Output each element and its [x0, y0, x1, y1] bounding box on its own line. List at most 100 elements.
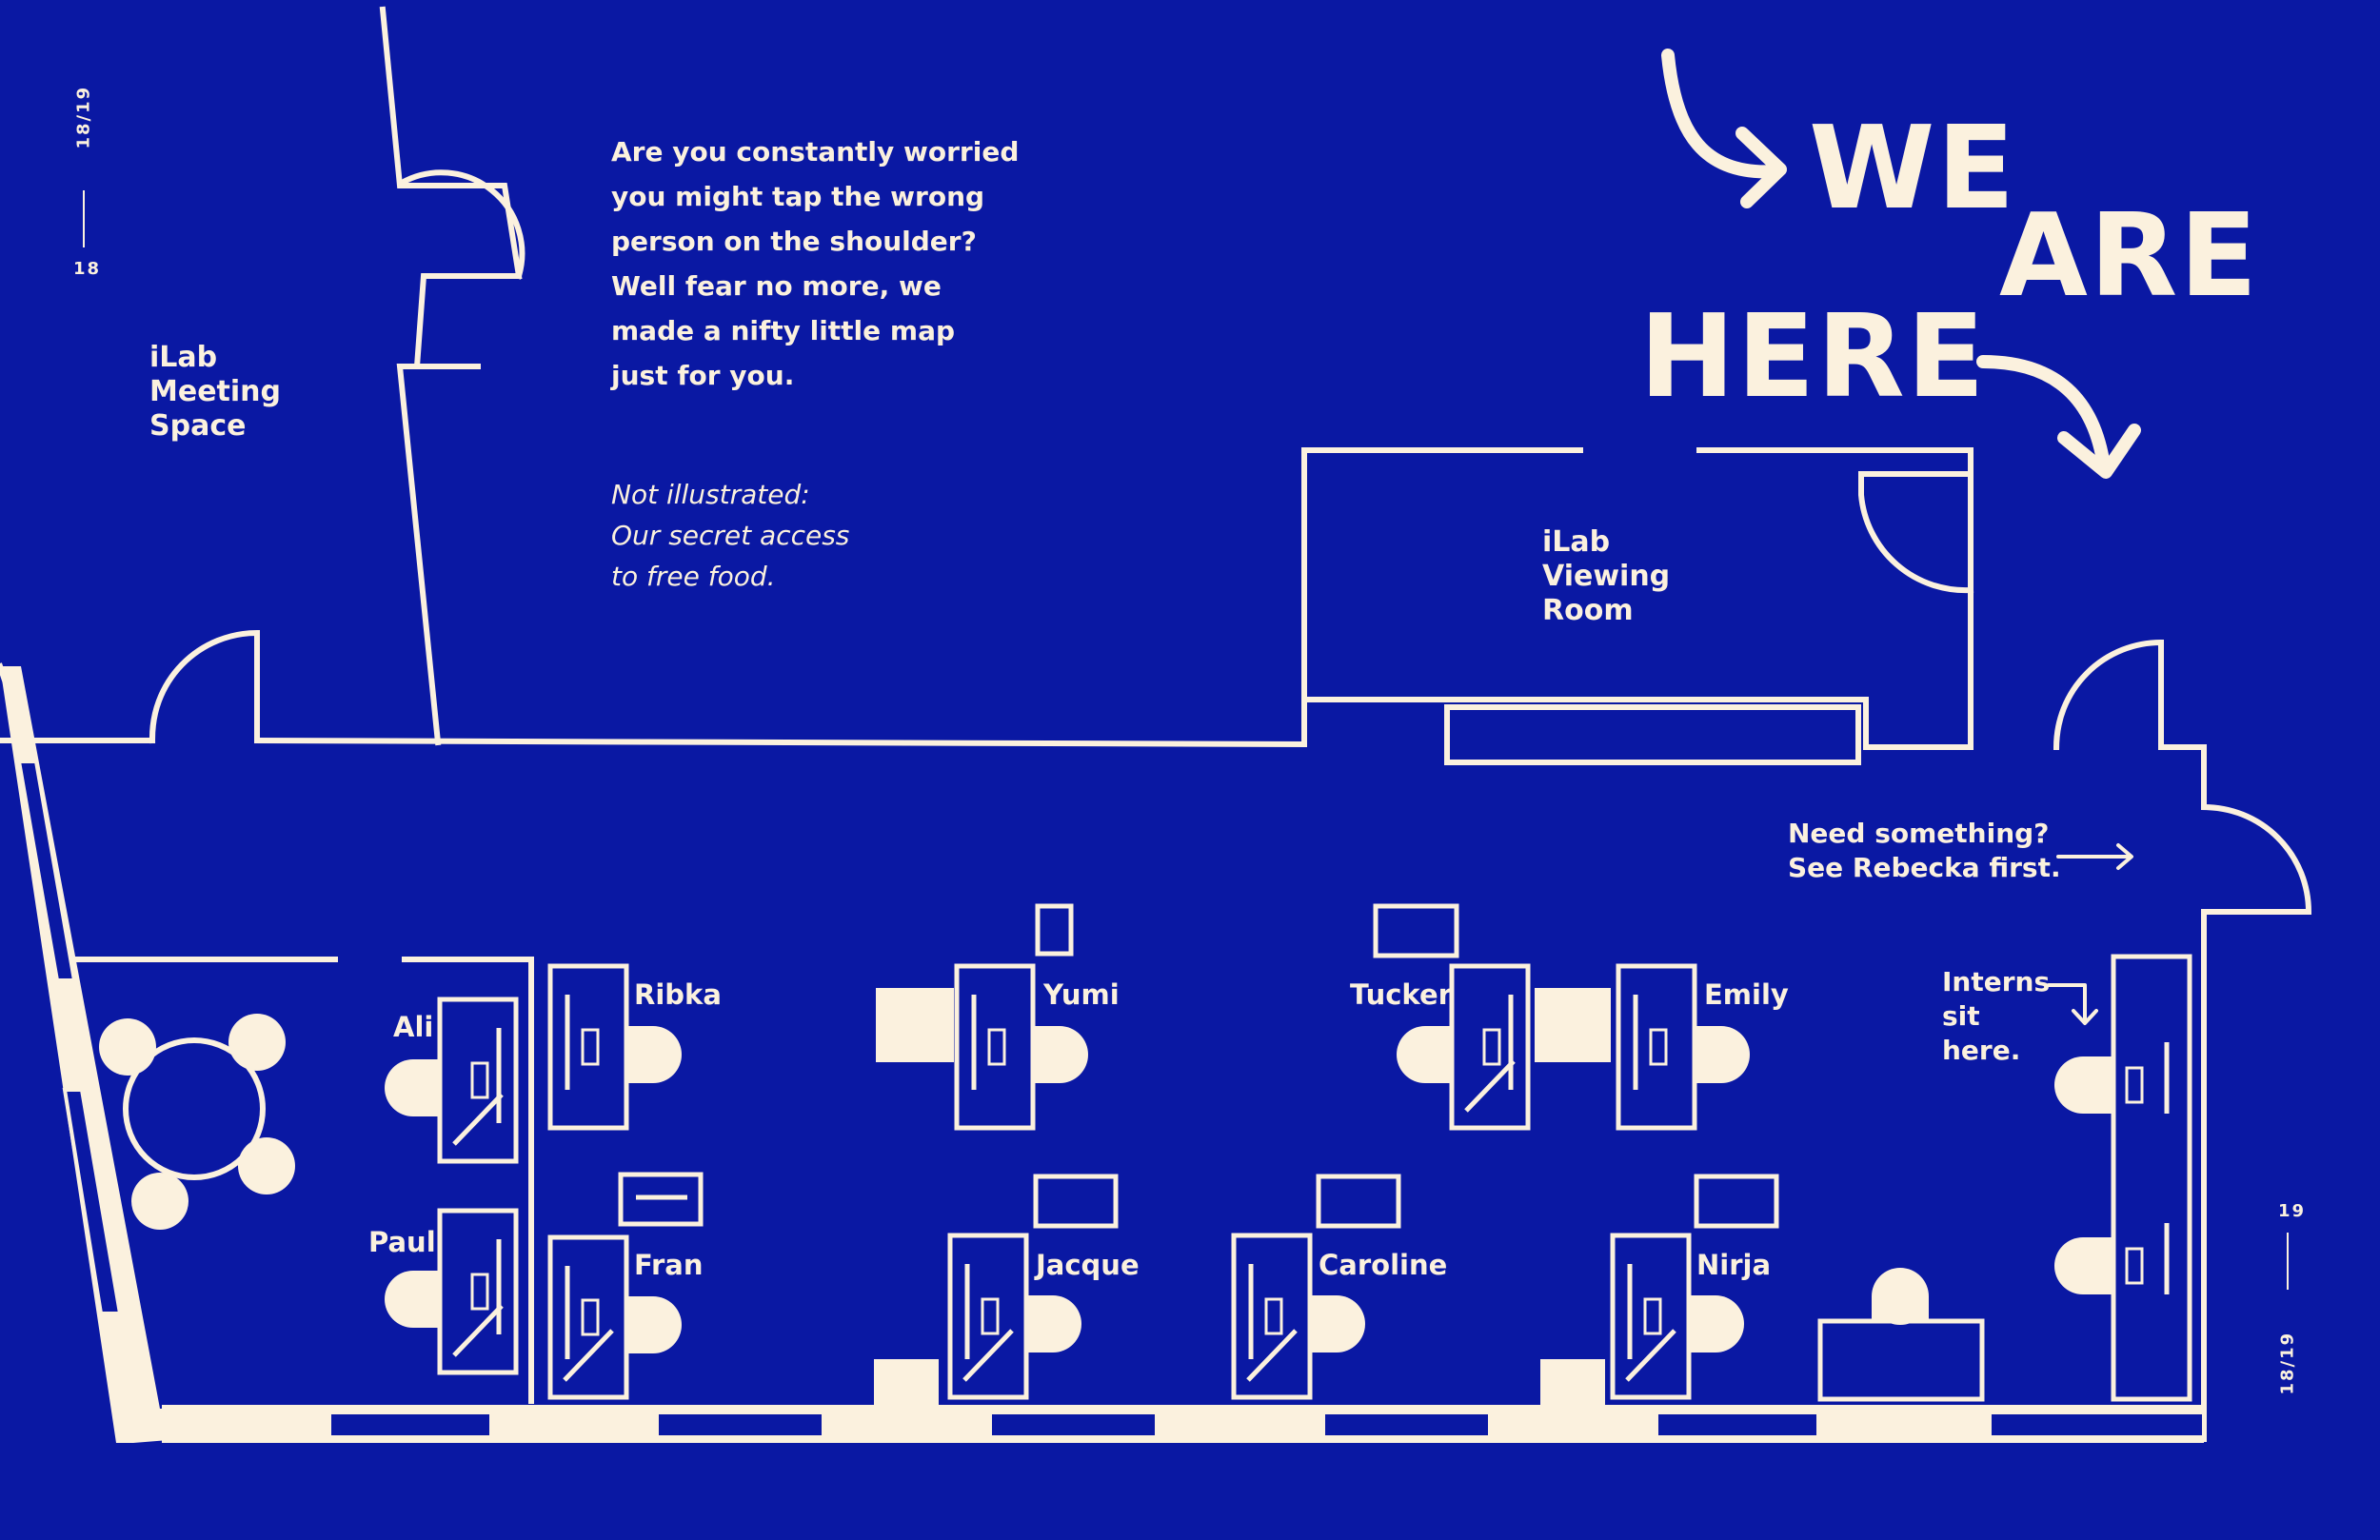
window-pane — [16, 760, 77, 982]
desk-icon — [1616, 963, 1697, 1131]
chair-icon — [2083, 1237, 2112, 1294]
viewing-door-arc — [1858, 471, 1974, 594]
chair-line-icon — [563, 1329, 614, 1382]
reception-desk — [1817, 1318, 1985, 1402]
desk-icon — [1449, 963, 1531, 1131]
person-label-fran: Fran — [634, 1249, 704, 1281]
chair-icon — [1425, 1026, 1454, 1083]
desk-icon — [547, 963, 629, 1131]
cabinet — [1535, 988, 1611, 1062]
window-pane — [1988, 1411, 2206, 1439]
callout-line: See Rebecka first. — [1788, 852, 2061, 883]
headline-here: HERE — [1639, 291, 1987, 424]
desk-icon — [1231, 1233, 1313, 1400]
intro-line: Are you constantly worried — [611, 136, 1020, 168]
keyboard-icon — [2125, 1066, 2144, 1104]
entrance-door-arc — [2200, 803, 2312, 1442]
keyboard-icon — [1482, 1028, 1501, 1066]
desk-icon — [947, 1233, 1029, 1400]
chair-line-icon — [452, 1304, 504, 1357]
person-label-caroline: Caroline — [1319, 1249, 1448, 1281]
chair-line-icon — [962, 1329, 1014, 1382]
callout-line: sit — [1942, 1000, 1980, 1032]
chair-icon — [1031, 1026, 1060, 1083]
pillar — [874, 1359, 939, 1409]
chair-icon — [1308, 1295, 1337, 1352]
left-door-arc — [149, 629, 260, 744]
desks-layer — [385, 963, 2170, 1400]
chair-icon — [625, 1026, 653, 1083]
viewing-room-label: iLab Viewing Room — [1542, 525, 1670, 628]
chair-line-icon — [1246, 1329, 1298, 1382]
keyboard-icon — [470, 1273, 489, 1311]
chair-icon — [1693, 1026, 1721, 1083]
arrow-curved-down-icon — [1976, 355, 2111, 473]
intro-paragraph: Are you constantly worried you might tap… — [611, 129, 1030, 398]
window-pane — [655, 1411, 825, 1439]
pillar — [1540, 1359, 1605, 1409]
right-door-arc — [2053, 639, 2207, 810]
meeting-door-arc — [397, 169, 526, 280]
meeting-space-label: iLab Meeting Space — [149, 341, 281, 444]
room-label-line: iLab — [1542, 525, 1611, 559]
partition-wall-2 — [402, 957, 534, 1404]
headline-are: ARE — [1999, 190, 2260, 323]
arrow-curved-right-icon — [1661, 49, 1782, 179]
intro-line: you might tap the wrong — [611, 181, 985, 212]
chair-icon — [1024, 1295, 1053, 1352]
meeting-space-wall — [379, 6, 523, 746]
intro-line: Well fear no more, we — [611, 270, 942, 302]
person-label-emily: Emily — [1704, 978, 1789, 1011]
headline-we: WE — [1809, 103, 2017, 235]
note-line: Not illustrated: — [611, 479, 810, 510]
arrow-curved-right-icon — [1735, 127, 1787, 208]
person-label-ali: Ali — [393, 1011, 434, 1043]
person-label-paul: Paul — [368, 1226, 436, 1258]
desk-icon — [1610, 1233, 1692, 1400]
intern-desk — [2111, 954, 2192, 1402]
viewing-console — [1444, 704, 1861, 765]
person-label-yumi: Yumi — [1043, 978, 1120, 1011]
chair-icon — [2083, 1056, 2112, 1114]
keyboard-icon — [581, 1028, 600, 1066]
right-spread-number: 18/19 — [2277, 1331, 2298, 1395]
small-cabinet — [618, 1172, 704, 1227]
callout-line: here. — [1942, 1035, 2021, 1066]
viewing-room-wall — [1301, 447, 1583, 702]
arrow-curved-down-icon — [2057, 424, 2141, 479]
keyboard-icon — [1649, 1028, 1668, 1066]
person-label-jacque: Jacque — [1036, 1249, 1140, 1281]
window-pane — [327, 1411, 493, 1439]
chair-icon — [1687, 1295, 1716, 1352]
keyboard-icon — [981, 1297, 1000, 1335]
room-label-line: Meeting — [149, 375, 282, 408]
person-label-tucker: Tucker — [1350, 978, 1452, 1011]
callout-line: Interns — [1942, 966, 2051, 997]
left-spread-number: 18/19 — [73, 85, 94, 149]
window-pane — [1321, 1411, 1492, 1439]
arrow-down-icon — [2072, 1009, 2098, 1025]
arrow-right-icon — [2116, 843, 2133, 870]
left-page-number: 18 — [73, 259, 102, 279]
room-label-line: Space — [149, 409, 247, 443]
small-cabinet — [1033, 1174, 1119, 1229]
keyboard-icon — [2125, 1247, 2144, 1285]
chair-line-icon — [1464, 1059, 1516, 1113]
desk-icon — [437, 997, 519, 1164]
room-label-line: Room — [1542, 594, 1634, 627]
person-label-ribka: Ribka — [634, 978, 722, 1011]
desk-icon — [437, 1208, 519, 1375]
arrow-down-icon — [2047, 983, 2087, 1023]
right-page-number: 19 — [2278, 1201, 2307, 1221]
chair-line-icon — [1625, 1329, 1676, 1382]
small-cabinet — [1035, 903, 1074, 957]
keyboard-icon — [1264, 1297, 1283, 1335]
round-table-icon — [99, 1014, 295, 1230]
intro-line: person on the shoulder? — [611, 226, 977, 257]
desk-icon — [954, 963, 1036, 1131]
cabinet — [876, 988, 954, 1062]
room-label-line: iLab — [149, 341, 218, 374]
chair-icon — [625, 1296, 653, 1353]
chair-icon — [1872, 1296, 1929, 1321]
